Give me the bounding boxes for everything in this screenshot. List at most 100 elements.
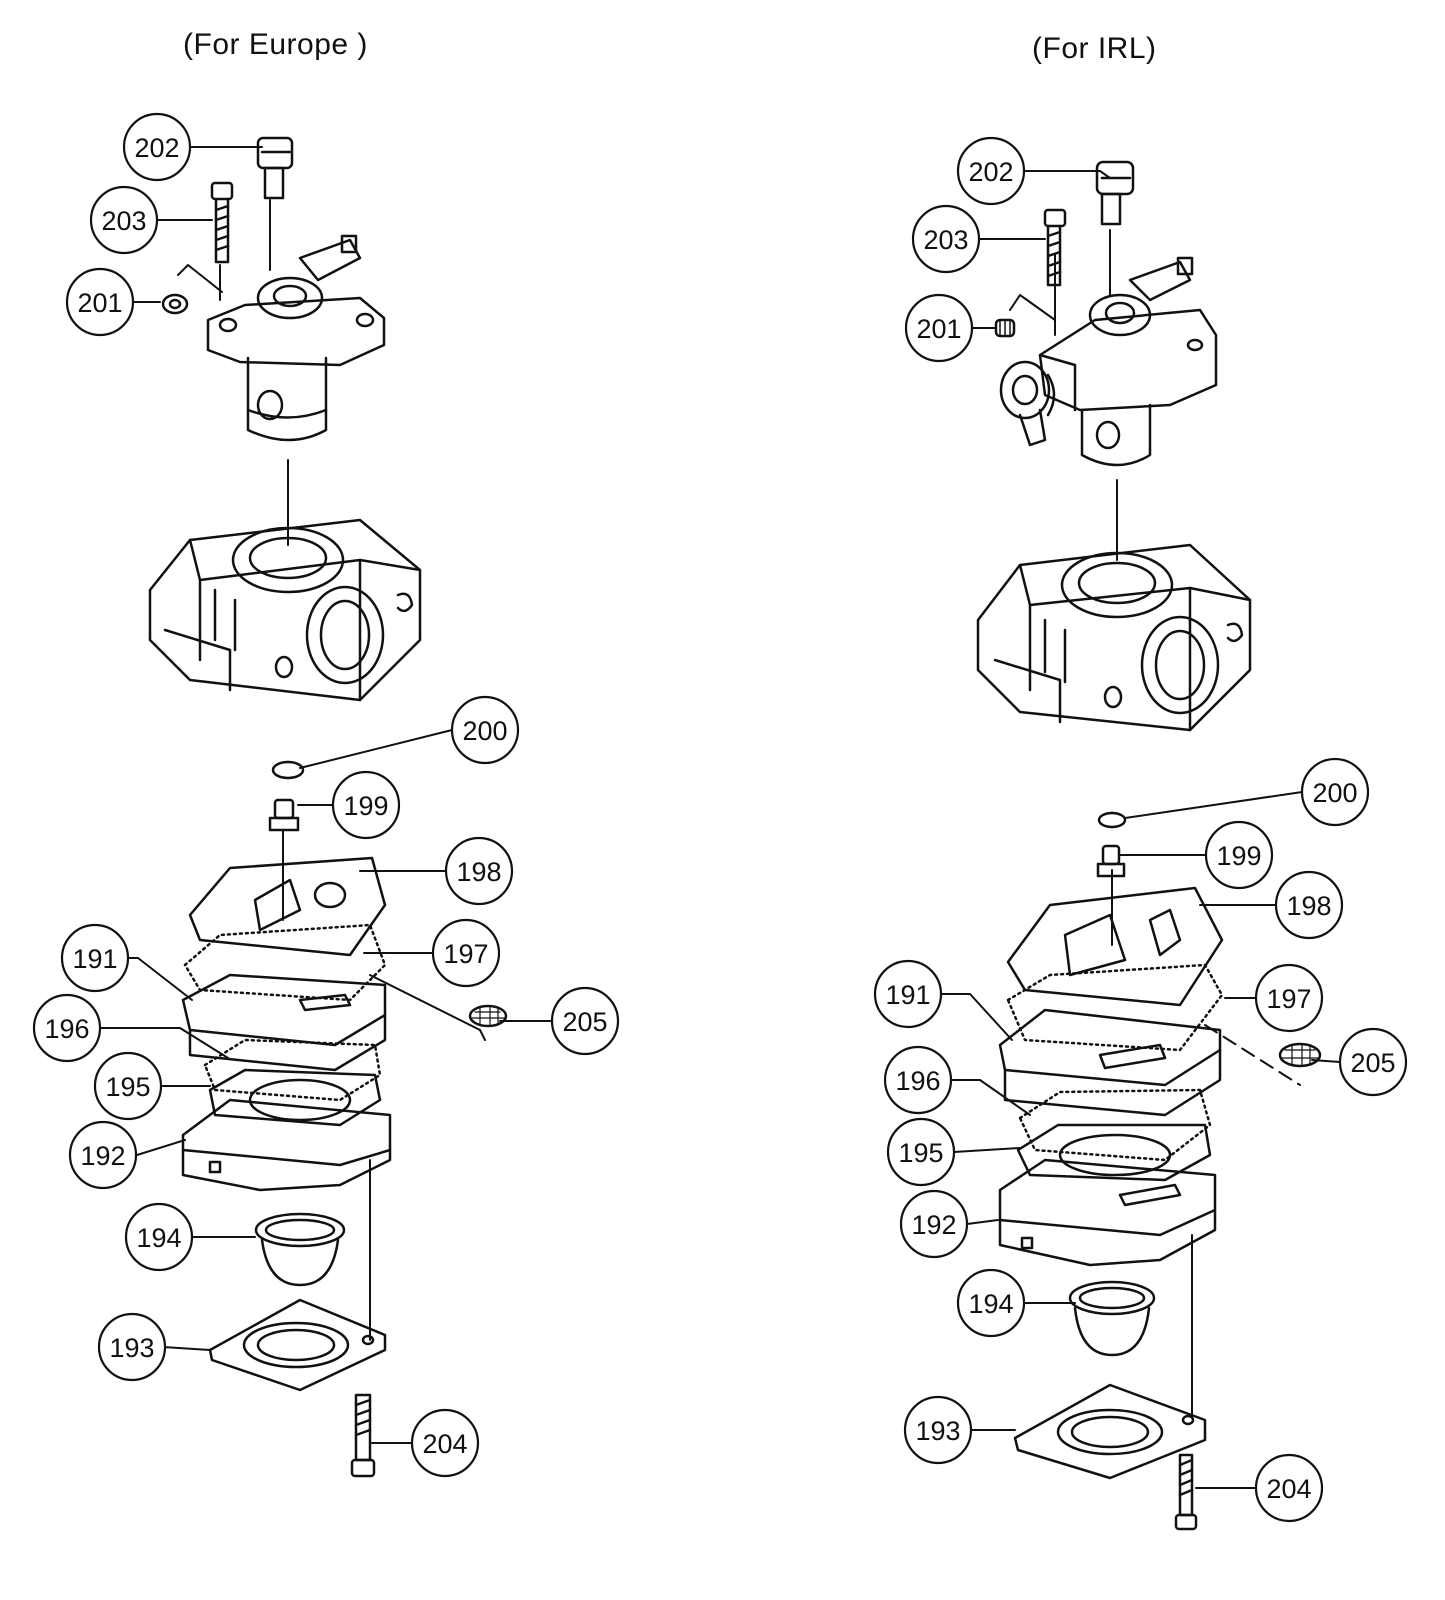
irl-callout-191-circle xyxy=(873,959,943,1029)
europe-callout-195-circle xyxy=(93,1051,163,1121)
europe-callout-199: 199 xyxy=(343,791,388,821)
europe-callout-203: 203 xyxy=(101,206,146,236)
europe-callout-labels: 202 203 201 200 199 198 197 191 205 196 … xyxy=(44,133,607,1459)
irl-callout-195-circle xyxy=(886,1117,956,1187)
irl-callout-194: 194 xyxy=(968,1289,1013,1319)
irl-part-200-washer xyxy=(1097,811,1127,829)
irl-callout-205-circle xyxy=(1338,1027,1408,1097)
europe-part-199-jet xyxy=(268,798,300,832)
irl-callout-198: 198 xyxy=(1286,891,1331,921)
europe-part-198-gasket xyxy=(188,856,387,957)
irl-part-198-gasket xyxy=(1006,886,1224,1007)
irl-callout-200: 200 xyxy=(1312,778,1357,808)
europe-callout-202-circle xyxy=(122,112,192,182)
irl-callout-193: 193 xyxy=(915,1416,960,1446)
irl-callout-202-circle xyxy=(956,136,1026,206)
irl-callout-201-circle xyxy=(904,293,974,363)
europe-callout-194-circle xyxy=(124,1202,194,1272)
europe-callout-192-circle xyxy=(68,1120,138,1190)
europe-part-197-diaphragm xyxy=(183,923,387,1002)
europe-part-194-cup xyxy=(254,1212,346,1287)
europe-callout-196: 196 xyxy=(44,1014,89,1044)
europe-part-201-spring xyxy=(161,293,189,315)
irl-part-202-screw xyxy=(1095,160,1135,226)
irl-part-205-screen xyxy=(1278,1042,1322,1068)
europe-callout-200: 200 xyxy=(462,716,507,746)
europe-assembly: 202 203 201 200 199 198 197 191 205 196 … xyxy=(32,112,620,1478)
irl-callout-195: 195 xyxy=(898,1138,943,1168)
irl-part-191-pump-body xyxy=(998,1008,1222,1117)
irl-carburetor-main-block xyxy=(976,543,1252,732)
europe-callout-193-circle xyxy=(97,1312,167,1382)
irl-callout-204: 204 xyxy=(1266,1474,1311,1504)
irl-callout-205: 205 xyxy=(1350,1048,1395,1078)
europe-leader-lines xyxy=(97,146,553,1444)
irl-part-204-screw xyxy=(1174,1453,1198,1531)
heading-for-europe: (For Europe ) xyxy=(183,28,368,61)
irl-callout-198-circle xyxy=(1274,870,1344,940)
irl-leader-lines xyxy=(940,170,1341,1489)
irl-callout-199-circle xyxy=(1204,820,1274,890)
europe-callout-201: 201 xyxy=(77,288,122,318)
europe-carburetor-main-block xyxy=(148,518,422,702)
europe-callout-192: 192 xyxy=(80,1141,125,1171)
irl-callout-202: 202 xyxy=(968,157,1013,187)
europe-part-202-screw xyxy=(256,136,294,200)
europe-part-204-screw xyxy=(350,1393,376,1478)
europe-callout-198-circle xyxy=(444,836,514,906)
europe-callout-205-circle xyxy=(550,986,620,1056)
irl-callout-199: 199 xyxy=(1216,841,1261,871)
europe-callout-204-circle xyxy=(410,1408,480,1478)
europe-callout-191-circle xyxy=(60,923,130,993)
europe-part-192-lower-body xyxy=(181,1098,392,1192)
europe-callout-200-circle xyxy=(450,695,520,765)
irl-part-195-diaphragm xyxy=(1016,1123,1212,1182)
irl-callout-204-circle xyxy=(1254,1453,1324,1523)
europe-callout-197-circle xyxy=(431,918,501,988)
irl-part-193-cover xyxy=(1013,1383,1207,1480)
irl-part-194-cup xyxy=(1068,1280,1156,1357)
europe-callout-201-circle xyxy=(65,267,135,337)
europe-part-195-diaphragm xyxy=(208,1068,382,1127)
europe-part-196-gasket xyxy=(203,1038,382,1102)
heading-for-irl: (For IRL) xyxy=(1032,32,1157,65)
europe-callout-193: 193 xyxy=(109,1333,154,1363)
europe-callout-205: 205 xyxy=(562,1007,607,1037)
irl-callout-194-circle xyxy=(956,1268,1026,1338)
europe-part-203-screw xyxy=(210,181,234,264)
irl-callout-201: 201 xyxy=(916,314,961,344)
irl-assembly: 202 203 201 200 199 198 197 191 205 196 … xyxy=(873,136,1408,1531)
europe-callouts xyxy=(32,112,620,1478)
europe-callout-204: 204 xyxy=(422,1429,467,1459)
irl-callout-197-circle xyxy=(1254,963,1324,1033)
europe-callout-191: 191 xyxy=(72,944,117,974)
irl-callouts xyxy=(873,136,1408,1523)
irl-callout-labels: 202 203 201 200 199 198 197 191 205 196 … xyxy=(885,157,1395,1504)
europe-part-191-pump-body xyxy=(181,973,387,1072)
irl-callout-196: 196 xyxy=(895,1066,940,1096)
irl-part-201-spring xyxy=(994,318,1016,338)
europe-callout-197: 197 xyxy=(443,939,488,969)
europe-callout-196-circle xyxy=(32,993,102,1063)
irl-carburetor-upper-body xyxy=(999,256,1218,467)
europe-carburetor-upper-body xyxy=(206,234,386,442)
irl-callout-191: 191 xyxy=(885,980,930,1010)
irl-callout-196-circle xyxy=(883,1045,953,1115)
europe-part-205-screen xyxy=(468,1004,508,1028)
irl-part-197-diaphragm xyxy=(1006,963,1224,1052)
europe-callout-198: 198 xyxy=(456,857,501,887)
irl-callout-197: 197 xyxy=(1266,984,1311,1014)
europe-callout-194: 194 xyxy=(136,1223,181,1253)
irl-part-199-jet xyxy=(1096,844,1126,878)
irl-callout-192: 192 xyxy=(911,1210,956,1240)
irl-part-196-gasket xyxy=(1018,1088,1212,1162)
europe-part-193-cover xyxy=(208,1298,387,1392)
europe-callout-199-circle xyxy=(331,770,401,840)
irl-callout-200-circle xyxy=(1300,757,1370,827)
irl-callout-203-circle xyxy=(911,204,981,274)
europe-callout-195: 195 xyxy=(105,1072,150,1102)
europe-callout-203-circle xyxy=(89,185,159,255)
irl-callout-192-circle xyxy=(899,1189,969,1259)
irl-part-192-lower-body xyxy=(998,1158,1217,1267)
